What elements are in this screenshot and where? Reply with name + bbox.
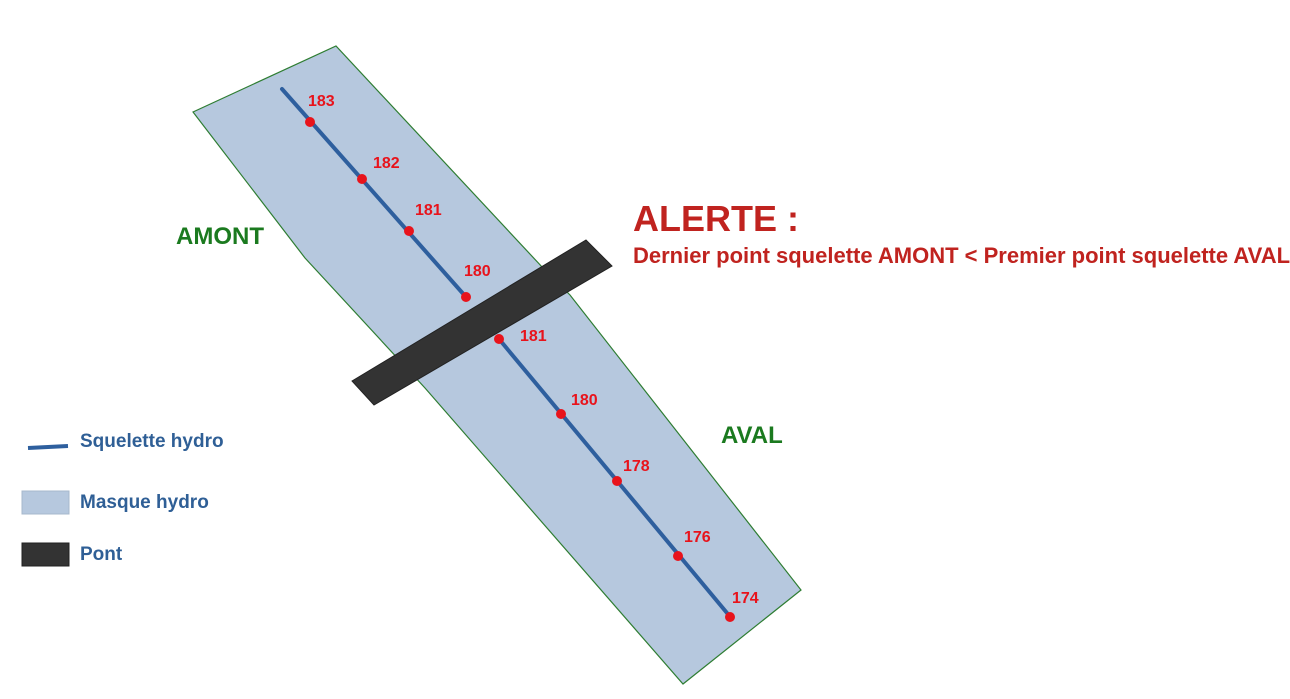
point-label: 180 bbox=[464, 263, 491, 280]
alert-title: ALERTE : bbox=[633, 198, 799, 239]
point-label: 181 bbox=[520, 328, 547, 345]
zone-label-upstream: AMONT bbox=[176, 223, 264, 250]
point-label: 183 bbox=[308, 93, 335, 110]
skeleton-point: 183 bbox=[305, 93, 335, 127]
alert-message: Dernier point squelette AMONT < Premier … bbox=[633, 243, 1290, 268]
bridge-swatch-icon bbox=[21, 542, 70, 567]
zone-label-downstream: AVAL bbox=[721, 422, 783, 449]
hydro-mask bbox=[192, 45, 802, 685]
point-label: 174 bbox=[732, 590, 759, 607]
legend-label: Masque hydro bbox=[80, 492, 209, 513]
skeleton-point: 174 bbox=[725, 590, 759, 622]
legend-label: Pont bbox=[80, 544, 123, 565]
mask-swatch-icon bbox=[21, 490, 70, 515]
point-label: 178 bbox=[623, 458, 650, 475]
legend: Squelette hydro Masque hydro Pont bbox=[21, 431, 224, 567]
skeleton-point: 182 bbox=[357, 155, 400, 184]
point-label: 181 bbox=[415, 202, 442, 219]
point-label: 180 bbox=[571, 392, 598, 409]
point-label: 182 bbox=[373, 155, 400, 172]
skeleton-point: 181 bbox=[494, 328, 547, 345]
skeleton-point: 178 bbox=[612, 458, 650, 486]
skeleton-point: 181 bbox=[404, 202, 442, 236]
bridge bbox=[351, 239, 613, 406]
skeleton-point: 176 bbox=[673, 529, 711, 561]
skeleton-line-icon bbox=[27, 444, 69, 450]
skeleton-point: 180 bbox=[461, 263, 491, 302]
legend-label: Squelette hydro bbox=[80, 431, 224, 452]
skeleton-point: 180 bbox=[556, 392, 598, 419]
point-label: 176 bbox=[684, 529, 711, 546]
